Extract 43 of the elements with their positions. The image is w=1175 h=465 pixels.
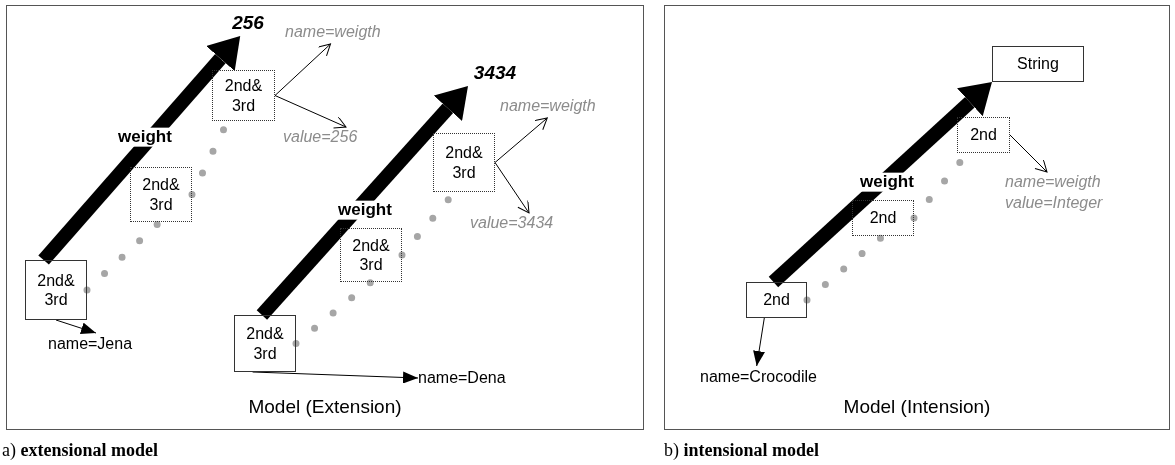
name-text: name=Dena <box>418 367 543 389</box>
class-box: 2nd& 3rd <box>340 228 402 282</box>
class-box: 2nd& 3rd <box>25 260 87 320</box>
arrow <box>494 117 548 163</box>
panel <box>664 5 1170 430</box>
edge-label: weight <box>116 127 174 147</box>
name-text: name=Jena <box>48 333 168 355</box>
panel-title: Model (Extension) <box>248 394 402 419</box>
arrow <box>38 36 241 265</box>
arrow <box>494 162 530 214</box>
dotted-line <box>83 218 164 294</box>
arrow <box>55 319 97 335</box>
value-text: 256 <box>222 10 274 36</box>
attribute-text: name=weigth <box>500 96 635 118</box>
arrow <box>252 371 419 384</box>
dotted-line <box>292 278 375 347</box>
attribute-text: value=Integer <box>1005 192 1103 213</box>
class-box: 2nd <box>746 282 807 318</box>
edge-label: weight <box>858 172 916 192</box>
class-box: 2nd& 3rd <box>212 70 275 121</box>
attribute-text: value=256 <box>283 127 388 149</box>
panel-title: Model (Intension) <box>843 394 991 419</box>
class-box: 2nd& 3rd <box>433 133 495 192</box>
value-text: 3434 <box>465 60 525 86</box>
class-box: 2nd& 3rd <box>234 315 296 372</box>
attribute-text: name=weigth <box>1005 172 1101 192</box>
name-text: name=Crocodile <box>700 366 835 388</box>
class-box: 2nd <box>852 200 914 236</box>
edge-label: weight <box>336 200 394 220</box>
arrow <box>274 95 347 129</box>
class-box: 2nd& 3rd <box>130 167 192 222</box>
arrow <box>753 317 765 367</box>
attribute-text: value=3434 <box>470 213 588 235</box>
arrow <box>274 43 331 96</box>
arrow <box>256 86 468 320</box>
arrow <box>1009 134 1048 173</box>
attribute-text: name=weigth <box>285 22 415 44</box>
figure-caption: b) intensional model <box>664 439 820 462</box>
arrow <box>768 82 992 288</box>
figure-caption: a) extensional model <box>2 439 158 462</box>
class-box: String <box>992 46 1084 82</box>
dotted-line <box>803 232 887 304</box>
class-box: 2nd <box>957 117 1010 153</box>
